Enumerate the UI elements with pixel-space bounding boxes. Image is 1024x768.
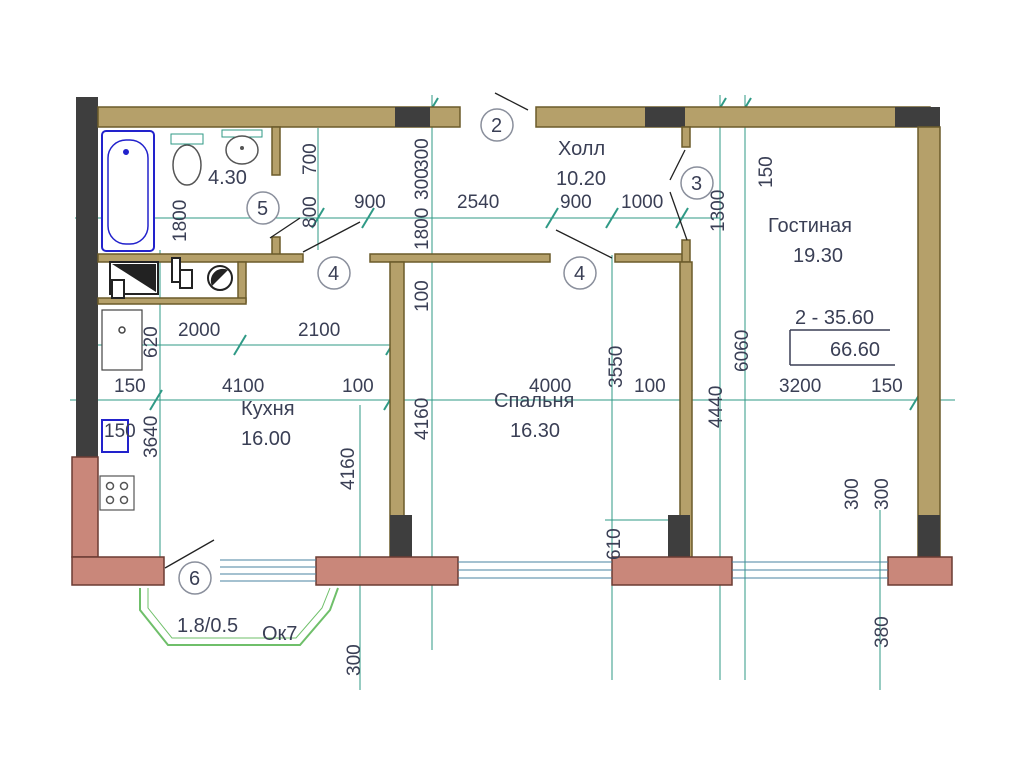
- dimension-label: 700: [300, 143, 321, 175]
- summary-line-2: 66.60: [830, 339, 880, 361]
- balcony-label: 1.8/0.5: [177, 615, 238, 637]
- dimension-label: 4160: [412, 398, 433, 440]
- windows: [139, 559, 888, 646]
- room-tags: 2 3 4 4 5 6: [178, 108, 714, 595]
- vertical-dimensions: 700 300 1800 300 1300 150 800 1800 620 3…: [141, 138, 893, 676]
- dimension-label: 300: [344, 644, 365, 676]
- bathroom-fixtures: [101, 129, 263, 252]
- bedroom-area: 16.30: [510, 420, 560, 442]
- dimension-label: 150: [114, 376, 146, 397]
- dimension-label: 610: [604, 528, 625, 560]
- hall-name: Холл: [558, 138, 605, 160]
- doors: [164, 92, 688, 569]
- stove-icon: [99, 475, 135, 511]
- room-labels: Холл 10.20 Гостиная 19.30 4.30 Кухня 16.…: [177, 138, 852, 645]
- toilet-icon: [172, 144, 202, 186]
- dimension-label: 4160: [338, 448, 359, 490]
- dimension-label: 300: [842, 478, 863, 510]
- kitchen-area: 16.00: [241, 428, 291, 450]
- room-tag-4a: 4: [328, 263, 339, 285]
- left-outer-wall: [76, 97, 98, 457]
- hall-area: 10.20: [556, 168, 606, 190]
- summary-line-1: 2 - 35.60: [795, 307, 874, 329]
- dimension-label: 4440: [706, 386, 727, 428]
- utility-fixtures: [99, 257, 233, 511]
- dimension-label: 620: [141, 326, 162, 358]
- dimension-label: 1300: [708, 190, 729, 232]
- kitchen-name: Кухня: [241, 398, 295, 420]
- dimension-label: 900: [560, 192, 592, 213]
- dimension-label: 150: [871, 376, 903, 397]
- exterior-brick: [71, 456, 953, 586]
- dimension-label: 100: [412, 280, 433, 312]
- dimension-label: 300: [872, 478, 893, 510]
- dimension-label: 150: [104, 421, 136, 442]
- kitchen-sink-icon: [101, 419, 129, 453]
- room-tag-4b: 4: [574, 263, 585, 285]
- dimension-label: 4100: [222, 376, 264, 397]
- dimension-label: 150: [756, 156, 777, 188]
- bathtub-icon: [101, 130, 155, 252]
- dimension-label: 300: [412, 168, 433, 200]
- dimension-label: 3200: [779, 376, 821, 397]
- dimension-label: 1800: [412, 208, 433, 250]
- walls: [97, 106, 941, 563]
- room-tag-3: 3: [691, 173, 702, 195]
- dimension-label: 100: [634, 376, 666, 397]
- dimension-label: 1000: [621, 192, 663, 213]
- dimension-label: 100: [342, 376, 374, 397]
- window-label: Ок7: [262, 623, 297, 645]
- dimension-label: 900: [354, 192, 386, 213]
- dimension-label: 2000: [178, 320, 220, 341]
- living-area: 19.30: [793, 245, 843, 267]
- dimension-label: 1800: [170, 200, 191, 242]
- area-summary: 2 - 35.60 66.60: [789, 307, 895, 366]
- living-name: Гостиная: [768, 215, 852, 237]
- room-tag-2: 2: [491, 115, 502, 137]
- dimension-label: 2100: [298, 320, 340, 341]
- dimension-label: 2540: [457, 192, 499, 213]
- dimension-label: 4000: [529, 376, 571, 397]
- dimension-label: 800: [300, 196, 321, 228]
- dimension-label: 3550: [606, 346, 627, 388]
- dimension-label: 300: [412, 138, 433, 170]
- bedroom-name: Спальня: [494, 390, 574, 412]
- dimension-label: 3640: [141, 416, 162, 458]
- room-tag-5: 5: [257, 198, 268, 220]
- bathroom-area: 4.30: [208, 167, 247, 189]
- room-tag-6: 6: [189, 568, 200, 590]
- dimension-label: 6060: [732, 330, 753, 372]
- dimension-label: 380: [872, 616, 893, 648]
- horizontal-dimensions: 900 2540 900 1000 2000 2100 150 4100 100…: [104, 192, 903, 442]
